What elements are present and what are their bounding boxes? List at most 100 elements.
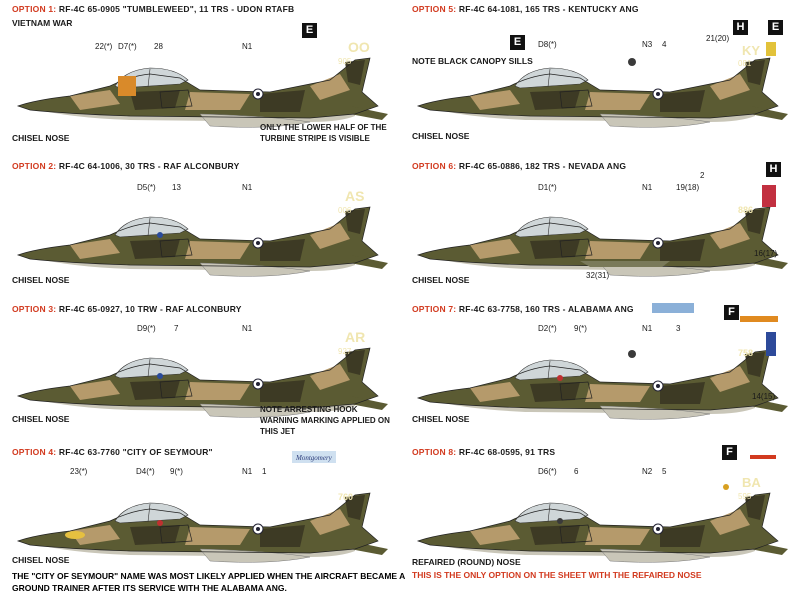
option-6-pod [580, 261, 670, 267]
option-6-callout-1: D1(*) [538, 183, 557, 192]
option-4-callout-5: 1 [262, 467, 267, 476]
option-1-note: ONLY THE LOWER HALF OF THE TURBINE STRIP… [260, 123, 387, 143]
option-2-panel: OPTION 2: RF-4C 64-1006, 30 TRS - RAF AL… [0, 157, 400, 309]
option-4-callout-4: N1 [242, 467, 253, 476]
option-3-badge-emblem [157, 373, 163, 379]
option-1-aircraft: OO 905 [17, 39, 389, 128]
option-1-title: OPTION 1: RF-4C 65-0905 "TUMBLEWEED", 11… [12, 4, 295, 14]
option-5-tail-code: KY [742, 43, 760, 58]
option-6-title: OPTION 6: RF-4C 65-0886, 182 TRS - NEVAD… [412, 161, 627, 171]
option-7-panel: OPTION 7: RF-4C 63-7758, 160 TRS - ALABA… [400, 300, 800, 452]
option-8-badge: F [722, 445, 737, 460]
option-4-bottom-note: THE "CITY OF SEYMOUR" NAME WAS MOST LIKE… [12, 571, 405, 593]
option-8-nose: REFAIRED (ROUND) NOSE [412, 557, 521, 567]
option-7-serial: 758 [738, 348, 753, 358]
option-7-fin-stripe [740, 316, 778, 322]
option-6-badge: H [766, 162, 781, 177]
option-6-callout-6: 32(31) [586, 271, 610, 280]
option-4-title: OPTION 4: RF-4C 63-7760 "CITY OF SEYMOUR… [12, 447, 213, 457]
option-3-aircraft: AR 927 [17, 329, 389, 418]
option-7-decal-strip [652, 303, 694, 313]
option-3-note: NOTE ARRESTING HOOK WARNING MARKING APPL… [260, 405, 390, 436]
option-6-fin-art [762, 185, 776, 207]
option-7-title: OPTION 7: RF-4C 63-7758, 160 TRS - ALABA… [412, 304, 634, 314]
option-6-callout-5: 16(17) [754, 249, 778, 258]
option-7-callout-2: 9(*) [574, 324, 587, 333]
option-5-fin-flash [766, 42, 776, 56]
option-8-serial: 595 [738, 492, 752, 501]
option-5-serial: 081 [738, 59, 752, 68]
option-6-aircraft: 886 [417, 185, 789, 277]
option-3-nose: CHISEL NOSE [12, 414, 70, 424]
option-5-badge-3: E [768, 20, 783, 35]
option-2-serial: 006 [338, 206, 352, 215]
option-8-callout-4: 5 [662, 467, 667, 476]
option-1-badge: E [302, 23, 317, 38]
option-4-panel: OPTION 4: RF-4C 63-7760 "CITY OF SEYMOUR… [0, 443, 405, 595]
option-2-aircraft: AS 006 [17, 188, 389, 277]
option-5-callout-2: N3 [642, 40, 653, 49]
option-6-panel: OPTION 6: RF-4C 65-0886, 182 TRS - NEVAD… [400, 157, 800, 309]
option-5-callout-3: 4 [662, 40, 667, 49]
option-8-title: OPTION 8: RF-4C 68-0595, 91 TRS [412, 447, 556, 457]
option-7-nose: CHISEL NOSE [412, 414, 470, 424]
option-4-nose-name [65, 531, 85, 539]
option-8-emblem-2 [557, 518, 563, 524]
option-7-fin-flag [766, 332, 776, 356]
option-5-aircraft: KY 081 [417, 42, 789, 128]
option-7-callout-1: D2(*) [538, 324, 557, 333]
option-4-serial: 760 [338, 492, 353, 502]
option-7-emblem [628, 350, 636, 358]
option-8-red-note: THIS IS THE ONLY OPTION ON THE SHEET WIT… [412, 570, 702, 580]
option-8-tail-code: BA [742, 475, 761, 490]
option-7-aircraft: 758 [417, 303, 789, 420]
option-4-emblem [157, 520, 163, 526]
option-1-callout-3: 28 [154, 42, 163, 51]
option-6-callout-2: N1 [642, 183, 653, 192]
option-8-emblem [723, 484, 729, 490]
option-6-nose: CHISEL NOSE [412, 275, 470, 285]
option-7-badge: F [724, 305, 739, 320]
option-3-panel: OPTION 3: RF-4C 65-0927, 10 TRW - RAF AL… [0, 300, 400, 452]
option-1-tail-code: OO [348, 39, 370, 55]
option-3-tail-code: AR [345, 329, 365, 345]
option-3-callout-1: D9(*) [137, 324, 156, 333]
option-4-callout-2: D4(*) [136, 467, 155, 476]
option-7-callout-3: N1 [642, 324, 653, 333]
option-8-callout-3: N2 [642, 467, 653, 476]
option-1-nose-art [118, 76, 136, 96]
option-6-callout-4: 2 [700, 171, 705, 180]
option-8-callout-2: 6 [574, 467, 579, 476]
option-3-serial: 927 [338, 347, 352, 356]
option-3-callout-2: 7 [174, 324, 179, 333]
option-8-fin-cap [750, 455, 776, 459]
option-1-callout-4: N1 [242, 42, 253, 51]
option-5-subtitle: NOTE BLACK CANOPY SILLS [412, 56, 533, 66]
option-5-emblem [628, 58, 636, 66]
option-1-subtitle: VIETNAM WAR [12, 18, 73, 28]
option-5-title: OPTION 5: RF-4C 64-1081, 165 TRS - KENTU… [412, 4, 639, 14]
option-1-serial: 905 [338, 57, 352, 66]
option-7-emblem-2 [557, 375, 563, 381]
option-2-badge-emblem [157, 232, 163, 238]
option-3-title: OPTION 3: RF-4C 65-0927, 10 TRW - RAF AL… [12, 304, 242, 314]
option-2-nose: CHISEL NOSE [12, 275, 70, 285]
option-6-callout-3: 19(18) [676, 183, 700, 192]
option-2-title: OPTION 2: RF-4C 64-1006, 30 TRS - RAF AL… [12, 161, 240, 171]
option-1-nose: CHISEL NOSE [12, 133, 70, 143]
option-6-serial: 886 [738, 205, 753, 215]
option-4-nose: CHISEL NOSE [12, 555, 70, 565]
option-7-callout-5: 14(15) [752, 392, 776, 401]
option-5-panel: OPTION 5: RF-4C 64-1081, 165 TRS - KENTU… [400, 0, 800, 152]
option-8-callout-1: D6(*) [538, 467, 557, 476]
option-8-aircraft: BA 595 [417, 455, 789, 563]
option-4-nose-art-text: Montgomery [295, 454, 333, 462]
option-2-tail-code: AS [345, 188, 364, 204]
option-8-panel: OPTION 8: RF-4C 68-0595, 91 TRS BA 595 F… [400, 443, 800, 595]
option-5-callout-4: 21(20) [706, 34, 730, 43]
option-1-callout-1: 22(*) [95, 42, 113, 51]
option-1-panel: OPTION 1: RF-4C 65-0905 "TUMBLEWEED", 11… [0, 0, 400, 152]
option-3-callout-3: N1 [242, 324, 253, 333]
option-2-callout-3: N1 [242, 183, 253, 192]
option-1-callout-2: D7(*) [118, 42, 137, 51]
